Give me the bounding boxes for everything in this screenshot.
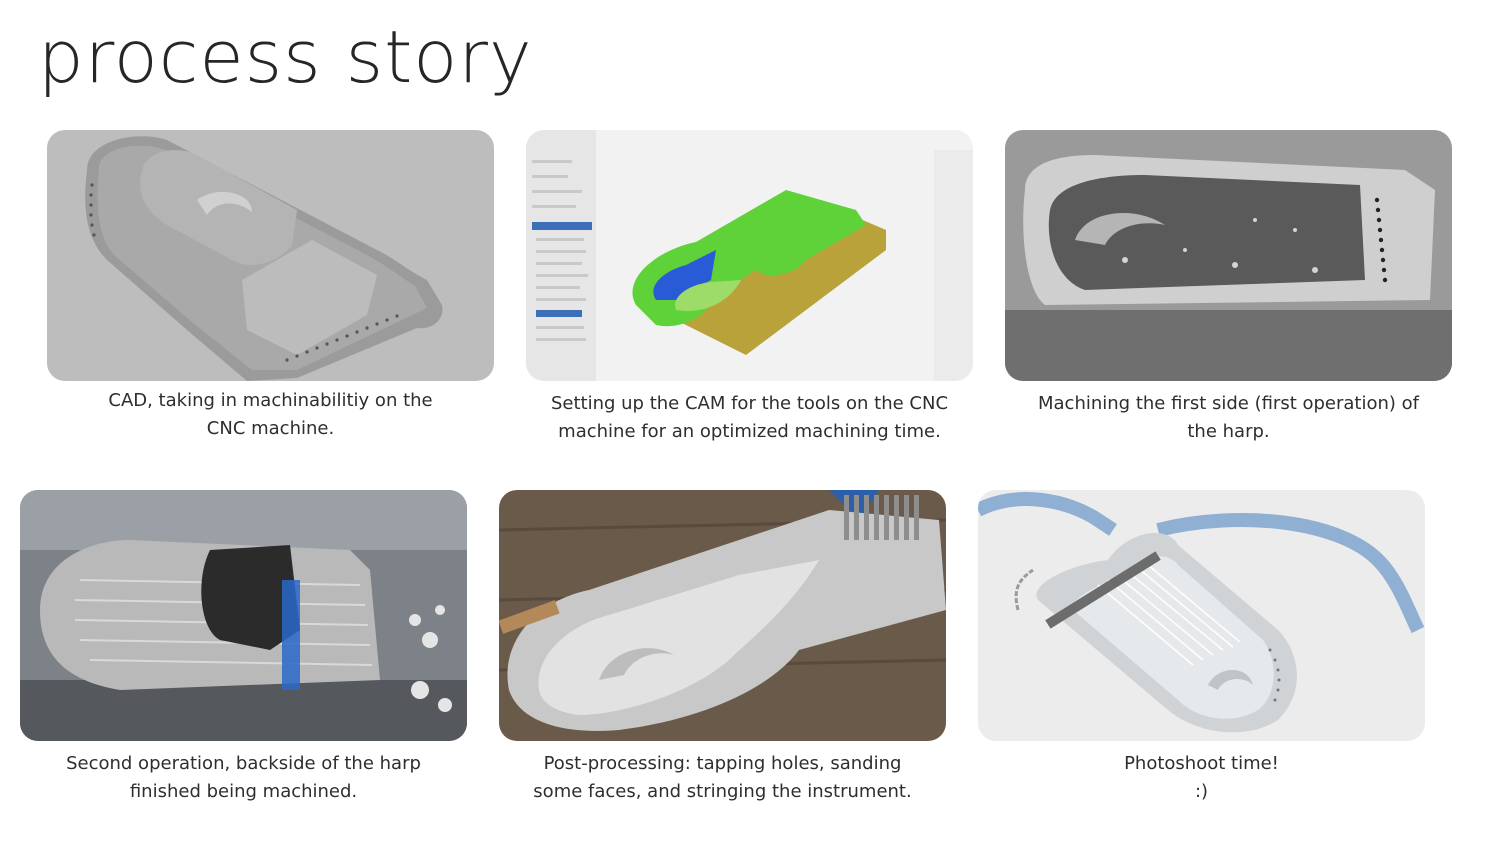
step-card-first-operation: Machining the first side (first operatio… xyxy=(1005,130,1452,446)
step-caption: Photoshoot time! :) xyxy=(1124,753,1279,802)
page-title: process story xyxy=(38,15,533,99)
step-caption: Post-processing: tapping holes, sanding … xyxy=(533,753,912,802)
step-caption: Setting up the CAM for the tools on the … xyxy=(550,393,949,442)
cam-software-image xyxy=(526,130,973,381)
step-card-second-operation: Second operation, backside of the harp f… xyxy=(20,490,467,806)
step-card-cad: CAD, taking in machinabilitiy on the CNC… xyxy=(47,130,494,443)
step-caption: CAD, taking in machinabilitiy on the CNC… xyxy=(108,390,433,439)
step-card-cam: Setting up the CAM for the tools on the … xyxy=(526,130,973,446)
post-processing-image xyxy=(499,490,946,741)
step-card-post-processing: Post-processing: tapping holes, sanding … xyxy=(499,490,946,806)
cad-render-image xyxy=(47,130,494,381)
step-caption: Second operation, backside of the harp f… xyxy=(66,753,421,802)
first-operation-image xyxy=(1005,130,1452,381)
step-caption: Machining the first side (first operatio… xyxy=(1037,393,1420,442)
step-card-photoshoot: Photoshoot time! :) xyxy=(978,490,1425,806)
second-operation-image xyxy=(20,490,467,741)
photoshoot-image xyxy=(978,490,1425,741)
